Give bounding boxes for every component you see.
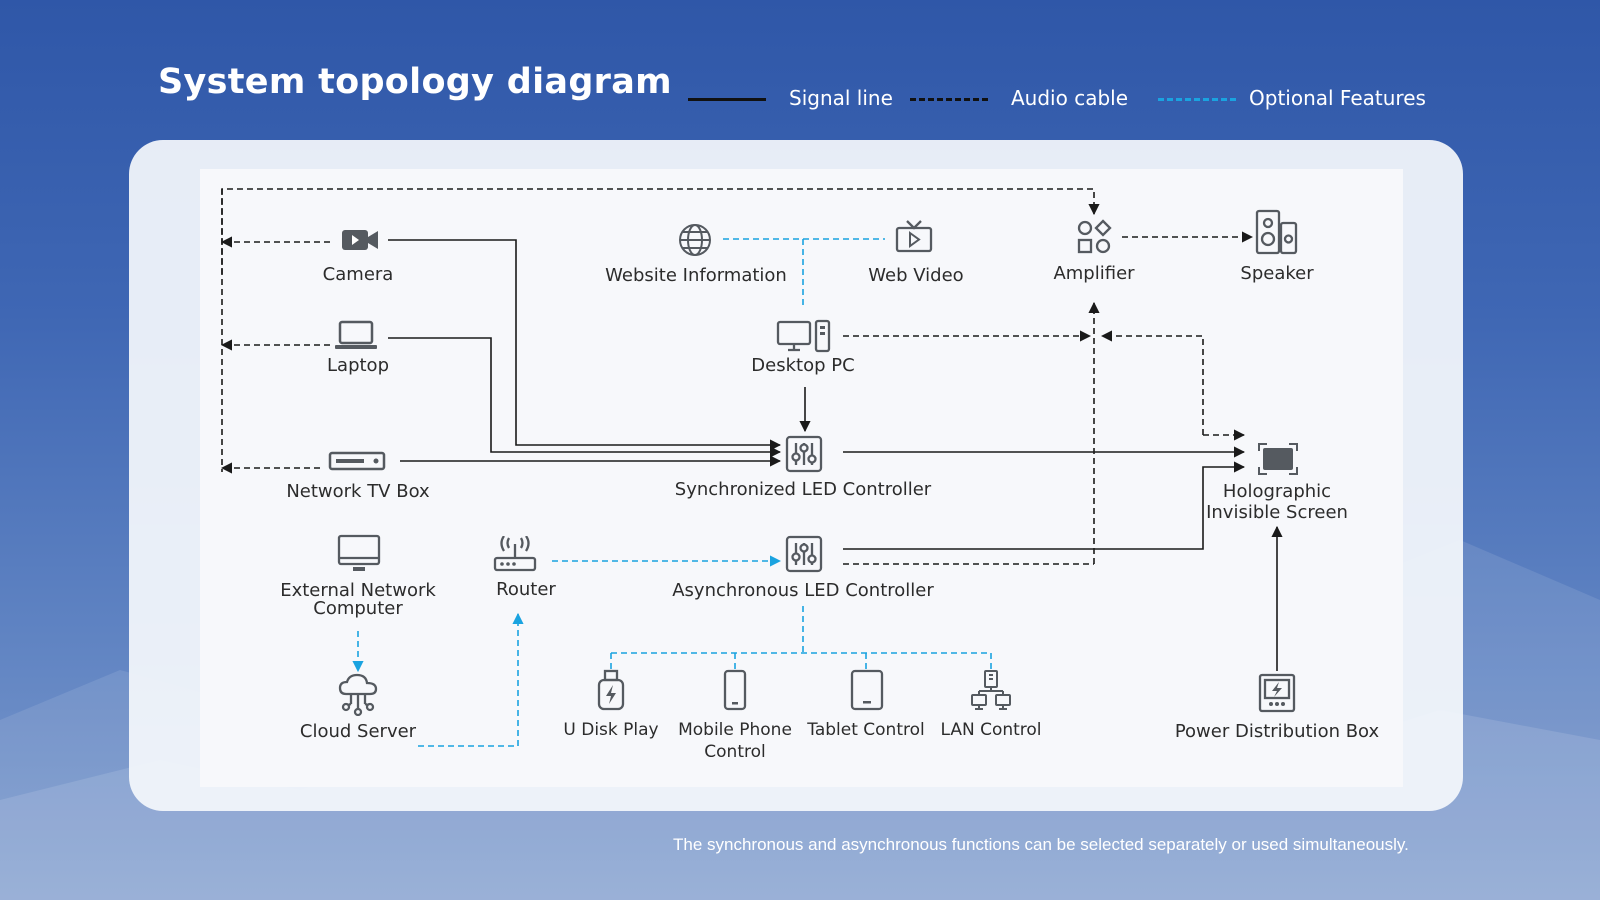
- web-video-icon: [895, 220, 933, 253]
- router-icon: [493, 536, 537, 572]
- legend-signal-label: Signal line: [789, 86, 893, 110]
- usb-disk-icon: [597, 669, 625, 711]
- desktop-pc-icon: [776, 319, 831, 353]
- router-label: Router: [496, 579, 556, 600]
- network-tv-box-label: Network TV Box: [286, 481, 430, 502]
- speaker-icon: [1255, 209, 1298, 255]
- tablet-icon: [850, 669, 884, 711]
- speaker-label: Speaker: [1240, 263, 1314, 284]
- lan-control-icon: [971, 670, 1011, 710]
- connection-lines: [220, 188, 1283, 747]
- holographic-screen-label-1: Holographic: [1222, 481, 1332, 502]
- mobile-phone-icon: [723, 669, 747, 711]
- u-disk-play-label: U Disk Play: [563, 720, 659, 740]
- mobile-phone-label-1: Mobile Phone: [678, 720, 792, 740]
- lan-control-label: LAN Control: [940, 720, 1042, 740]
- globe-icon: [679, 224, 711, 256]
- diagram-canvas: Camera Laptop Network TV Box Website Inf…: [200, 169, 1403, 787]
- sync-controller-icon: [785, 435, 823, 473]
- mobile-phone-label-2: Control: [704, 742, 766, 762]
- website-information-label: Website Information: [605, 265, 787, 286]
- sync-controller-label: Synchronized LED Controller: [674, 479, 932, 500]
- web-video-label: Web Video: [868, 265, 964, 286]
- tablet-control-label: Tablet Control: [807, 720, 925, 740]
- legend-optional-label: Optional Features: [1249, 86, 1426, 110]
- desktop-pc-label: Desktop PC: [751, 355, 855, 376]
- tv-box-icon: [328, 451, 386, 471]
- external-computer-label-1: External Network: [280, 580, 436, 601]
- footnote: The synchronous and asynchronous functio…: [673, 835, 1409, 854]
- cloud-server-icon: [338, 673, 378, 716]
- power-distribution-box-label: Power Distribution Box: [1174, 721, 1380, 742]
- page-title: System topology diagram: [158, 62, 672, 102]
- legend-optional-line: [1158, 98, 1236, 101]
- legend-signal-line: [688, 98, 766, 101]
- cloud-server-label: Cloud Server: [299, 721, 417, 742]
- async-controller-label: Asynchronous LED Controller: [672, 580, 934, 601]
- camera-label: Camera: [322, 264, 394, 285]
- power-distribution-box-icon: [1258, 673, 1296, 713]
- laptop-label: Laptop: [327, 355, 389, 376]
- amplifier-icon: [1077, 219, 1112, 254]
- holographic-screen-icon: [1258, 443, 1298, 475]
- holographic-screen-label-2: Invisible Screen: [1206, 502, 1348, 523]
- legend-audio-line: [910, 98, 988, 101]
- external-computer-label-2: Computer: [313, 598, 403, 619]
- legend-audio-label: Audio cable: [1011, 86, 1129, 110]
- laptop-icon: [335, 320, 377, 349]
- camera-icon: [342, 230, 378, 250]
- async-controller-icon: [785, 535, 823, 573]
- external-computer-icon: [337, 534, 381, 571]
- amplifier-label: Amplifier: [1053, 263, 1135, 284]
